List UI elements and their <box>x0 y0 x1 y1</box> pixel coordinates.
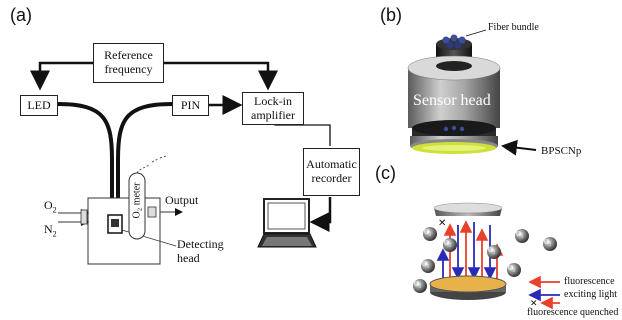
ref-to-led-line <box>30 61 93 91</box>
legend-fluorescence-quenched: fluorescence quenched <box>527 307 619 318</box>
fiber-bundle-icon <box>442 34 466 49</box>
legend-exciting-light: exciting light <box>564 289 618 300</box>
pin-label: PIN <box>180 97 201 112</box>
computer-icon <box>257 198 317 248</box>
o2-molecule-label: O₂ <box>414 280 422 288</box>
lockin-line2: amplifier <box>251 107 295 122</box>
sensing-film <box>429 275 507 293</box>
n2-inlet-text: N <box>44 222 53 236</box>
output-label: Output <box>165 193 199 207</box>
o2-molecule-label: O₂ <box>424 228 432 236</box>
detecting-line2: head <box>177 250 200 265</box>
fiber-left <box>57 102 114 215</box>
lockin-amplifier-box: Lock-in amplifier <box>242 92 304 125</box>
ref-to-lockin-line <box>162 61 278 91</box>
led-box: LED <box>20 95 58 116</box>
o2-inlet-sub: 2 <box>52 205 57 215</box>
panel-a-label: (a) <box>10 5 32 25</box>
o2-inlet-text: O <box>44 198 53 212</box>
o2-molecule-label: O₂ <box>508 264 516 272</box>
svg-text:✕: ✕ <box>530 299 538 309</box>
fiber-bundle-label: Fiber bundle <box>488 22 539 33</box>
o2-inlet-label: O2 <box>44 198 57 214</box>
o2-molecule-label: O₂ <box>444 239 452 247</box>
panel-c-label: (c) <box>375 163 396 183</box>
fiber-right <box>116 102 173 215</box>
o2-molecules <box>413 227 557 293</box>
lockin-line1: Lock-in <box>254 93 292 108</box>
n2-inlet-label: N2 <box>44 222 57 238</box>
reference-line2: frequency <box>104 62 153 76</box>
bpscnp-label: BPSCNp <box>541 145 582 157</box>
n2-inlet-sub: 2 <box>52 229 57 239</box>
detecting-line1: Detecting <box>177 237 224 251</box>
reference-frequency-box: Reference frequency <box>93 43 164 83</box>
recorder-to-computer-line <box>309 197 332 232</box>
o2-molecule-label: O₂ <box>516 230 524 238</box>
sensor-head-label: Sensor head <box>413 92 491 109</box>
recorder-line1: Automatic <box>306 157 357 172</box>
recorder-line2: recorder <box>311 171 352 185</box>
o2-molecule-label: O₂ <box>488 246 496 254</box>
svg-text:✕: ✕ <box>438 218 446 229</box>
detecting-head-label: Detecting head <box>177 237 224 266</box>
panel-b-label: (b) <box>380 5 402 25</box>
pin-box: PIN <box>172 95 209 116</box>
legend-fluorescence: fluorescence <box>564 276 615 287</box>
automatic-recorder-box: Automatic recorder <box>303 148 360 196</box>
o2-molecule-label: O₂ <box>422 260 430 268</box>
reference-line1: Reference <box>104 48 153 63</box>
o2-molecule-label: O₂ <box>544 238 552 246</box>
led-label: LED <box>27 97 51 112</box>
